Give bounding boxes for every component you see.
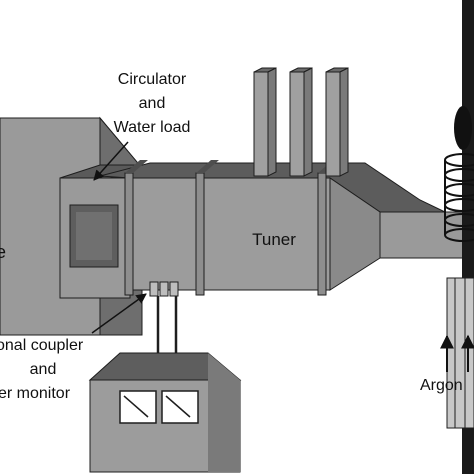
circulator-label-line3: Water load — [114, 119, 191, 136]
circulator-label-line1: Circulator — [118, 71, 187, 88]
gauge-icon — [119, 390, 157, 424]
waveguide-body — [124, 160, 341, 296]
output-guide — [379, 211, 474, 259]
coupler-label-line2: and — [30, 361, 57, 378]
gauge-icon — [161, 390, 199, 424]
tuner-label: Tuner — [252, 230, 296, 249]
argon-label: Argon — [420, 377, 463, 394]
power-monitor-box — [88, 352, 242, 473]
argon-inlet-arrows — [440, 334, 474, 372]
arrow-icon — [93, 141, 129, 181]
coil-icon — [444, 153, 474, 242]
coupler-label-line3: er monitor — [0, 385, 71, 402]
coupler-label-line1: onal coupler — [0, 337, 84, 354]
source-label-fragment: e — [0, 242, 6, 262]
arrow-icon — [91, 293, 147, 334]
tuner-stubs — [253, 67, 349, 177]
circulator-label-line2: and — [139, 95, 166, 112]
directional-coupler-probes — [149, 281, 179, 360]
